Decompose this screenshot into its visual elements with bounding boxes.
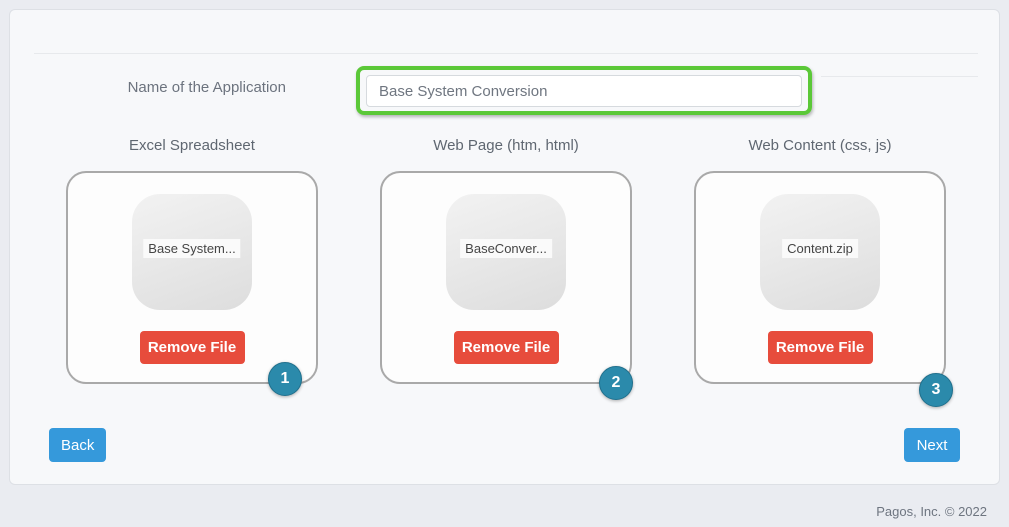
next-button[interactable]: Next — [904, 428, 960, 462]
file-thumbnail: BaseConver... — [446, 194, 566, 310]
step-badge-3: 3 — [919, 373, 953, 407]
upload-heading-webpage: Web Page (htm, html) — [433, 137, 579, 154]
remove-file-button[interactable]: Remove File — [767, 331, 873, 364]
remove-file-button[interactable]: Remove File — [453, 331, 559, 364]
upload-heading-excel: Excel Spreadsheet — [129, 137, 255, 154]
upload-dropzone-webcontent[interactable]: Content.zip Remove File 3 — [694, 171, 953, 407]
step-badge-2: 2 — [599, 366, 633, 400]
input-row-divider — [821, 76, 978, 77]
remove-file-button[interactable]: Remove File — [139, 331, 245, 364]
file-name-label: Content.zip — [782, 239, 858, 258]
file-name-label: BaseConver... — [460, 239, 552, 258]
upload-column-webcontent: Web Content (css, js) Content.zip Remove… — [694, 136, 953, 407]
upload-heading-webcontent: Web Content (css, js) — [748, 137, 892, 154]
upload-column-webpage: Web Page (htm, html) BaseConver... Remov… — [380, 136, 633, 400]
wizard-panel: Name of the Application Excel Spreadshee… — [9, 9, 1000, 485]
upload-column-excel: Excel Spreadsheet Base System... Remove … — [66, 136, 318, 396]
upload-dropzone-excel[interactable]: Base System... Remove File 1 — [66, 171, 318, 396]
top-divider — [34, 53, 978, 54]
footer-copyright: Pagos, Inc. © 2022 — [876, 504, 987, 519]
highlight-annotation-box — [356, 66, 812, 115]
step-badge-1: 1 — [268, 362, 302, 396]
upload-dropzone-webpage[interactable]: BaseConver... Remove File 2 — [380, 171, 633, 400]
back-button[interactable]: Back — [49, 428, 107, 462]
file-thumbnail: Content.zip — [760, 194, 880, 310]
application-name-label: Name of the Application — [127, 79, 286, 96]
application-name-input[interactable] — [366, 75, 802, 107]
file-thumbnail: Base System... — [132, 194, 252, 310]
file-name-label: Base System... — [143, 239, 241, 258]
